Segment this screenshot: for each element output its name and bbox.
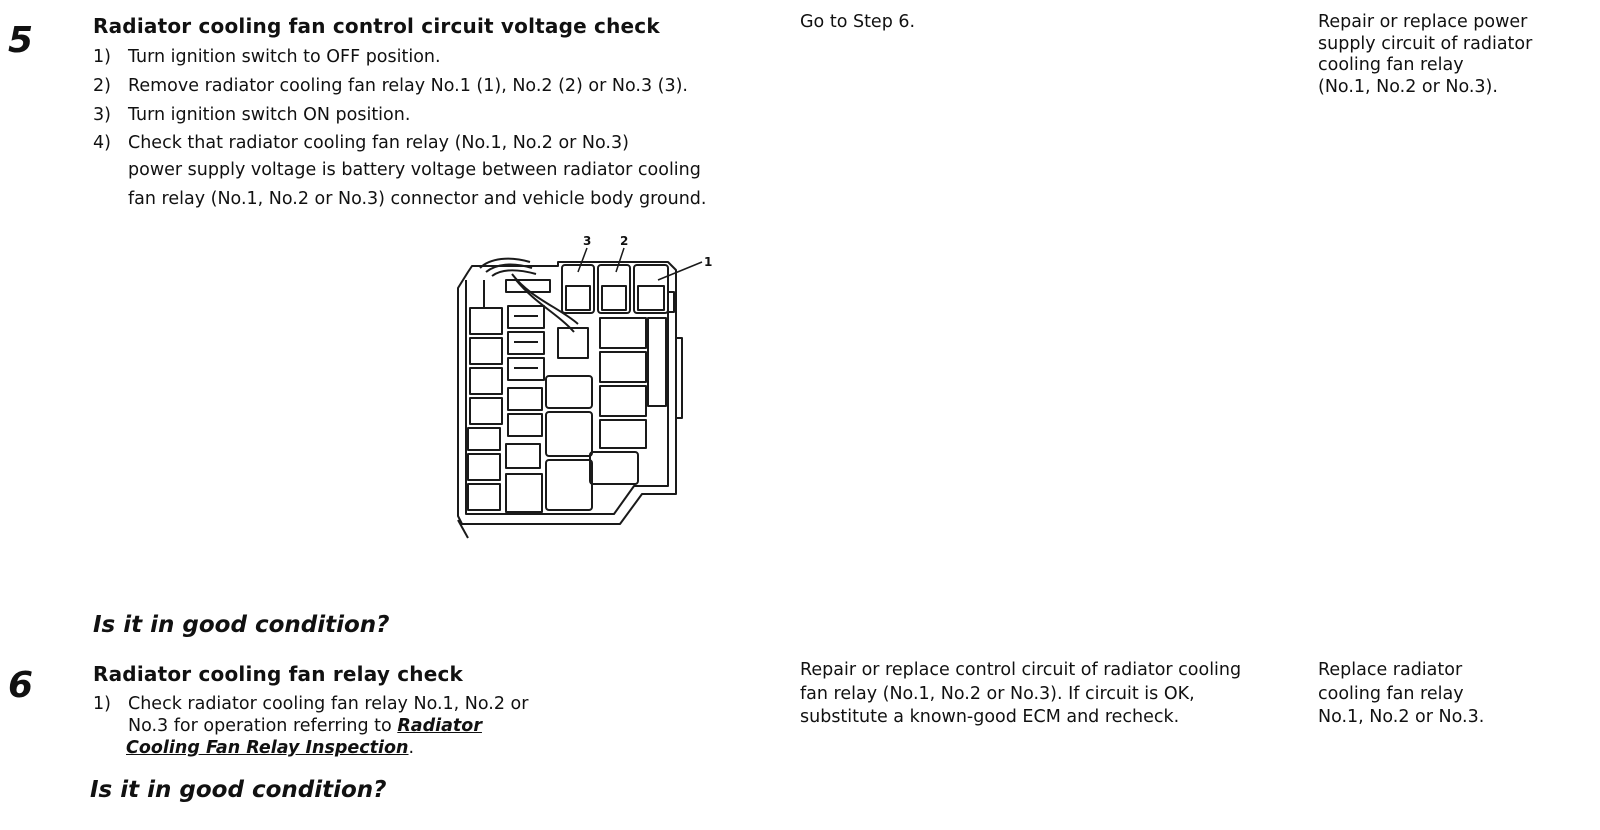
step-instructions: 1)Check radiator cooling fan relay No.1,… — [93, 693, 528, 759]
instruction-continuation: Cooling Fan Relay Inspection. — [126, 738, 415, 758]
no-result: Replace radiator cooling fan relay No.1,… — [1318, 660, 1485, 727]
relay-box-diagram: 3 2 1 — [457, 234, 712, 539]
yes-result: Repair or replace control circuit of rad… — [800, 660, 1242, 727]
step-heading: Radiator cooling fan control circuit vol… — [93, 14, 660, 38]
callout-label: 1 — [704, 255, 712, 269]
no-result: Repair or replace power supply circuit o… — [1318, 12, 1533, 97]
radiator-link[interactable]: Radiator — [397, 716, 482, 736]
inspection-link[interactable]: Cooling Fan Relay Inspection — [126, 738, 409, 758]
instruction-item: 1)Check radiator cooling fan relay No.1,… — [93, 694, 529, 714]
instruction-continuation: No.3 for operation referring to Radiator — [128, 716, 482, 736]
step-heading: Radiator cooling fan relay check — [93, 662, 464, 686]
relay-no1 — [633, 264, 669, 314]
instruction-item: 3)Turn ignition switch ON position. — [93, 105, 411, 125]
callout-label: 3 — [583, 234, 591, 248]
step-instructions: 1)Turn ignition switch to OFF position. … — [93, 43, 706, 214]
step-number: 5 — [8, 20, 34, 61]
relay-no2 — [597, 264, 631, 314]
relay-no3 — [561, 264, 595, 314]
yes-result: Go to Step 6. — [800, 12, 916, 32]
instruction-item: 1)Turn ignition switch to OFF position. — [93, 47, 441, 67]
question: Is it in good condition? — [93, 612, 390, 638]
instruction-item: 2)Remove radiator cooling fan relay No.1… — [93, 76, 688, 96]
instruction-continuation: fan relay (No.1, No.2 or No.3) connector… — [128, 189, 707, 209]
step-number: 6 — [8, 665, 34, 706]
instruction-continuation: power supply voltage is battery voltage … — [128, 160, 701, 180]
callout-label: 2 — [620, 234, 628, 248]
instruction-item: 4)Check that radiator cooling fan relay … — [93, 133, 629, 153]
question: Is it in good condition? — [90, 777, 387, 803]
